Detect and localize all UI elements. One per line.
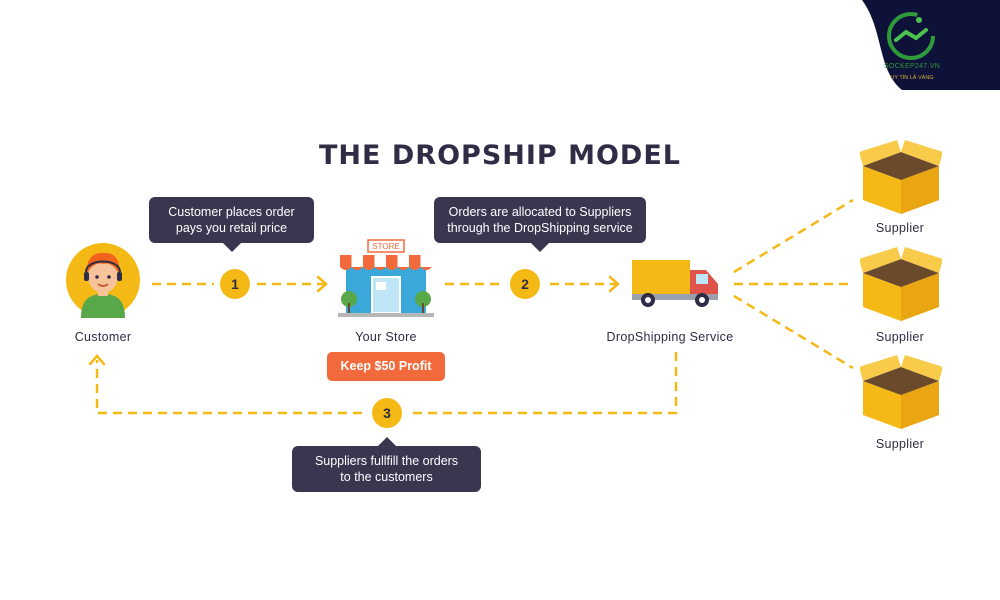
supplier-1-label: Supplier <box>875 221 925 235</box>
brand-slogan: UY TÍN LÀ VÀNG <box>890 75 934 81</box>
dropshipping-service-label: DropShipping Service <box>606 330 734 344</box>
step-3-callout: Suppliers fullfill the orders to the cus… <box>292 437 481 492</box>
diagram-title: THE DROPSHIP MODEL <box>319 140 681 171</box>
store-icon: STORE <box>338 239 434 317</box>
service-to-supplier-1-line <box>733 198 854 274</box>
store-sign-text: STORE <box>372 242 399 251</box>
step-2-badge: 2 <box>510 269 540 299</box>
supplier-box-2-icon <box>860 247 942 321</box>
profit-badge: Keep $50 Profit <box>327 352 445 381</box>
store-label: Your Store <box>355 330 417 344</box>
arrow-to-customer-icon <box>88 354 106 366</box>
customer-label: Customer <box>74 330 132 344</box>
arrow-to-store-icon <box>316 275 328 293</box>
delivery-truck-icon <box>632 260 718 307</box>
supplier-3-label: Supplier <box>875 437 925 451</box>
supplier-box-1-icon <box>860 140 942 214</box>
step-1-callout: Customer places order pays you retail pr… <box>149 197 314 252</box>
step-2-callout: Orders are allocated to Suppliers throug… <box>434 197 646 252</box>
step-3-line-1: Suppliers fullfill the orders <box>314 454 459 468</box>
supplier-box-3-icon <box>860 355 942 429</box>
step-1-line-1: Customer places order <box>168 205 295 219</box>
service-to-supplier-3-line <box>733 294 854 370</box>
brand-name: SOCKEP247.VN <box>883 63 941 70</box>
step-1-line-2: pays you retail price <box>175 221 288 235</box>
step-2-line-1: Orders are allocated to Suppliers <box>448 205 632 219</box>
step-3-badge: 3 <box>372 398 402 428</box>
step-2-line-2: through the DropShipping service <box>447 221 633 235</box>
handshake-logo-icon <box>887 12 935 60</box>
arrow-to-service-icon <box>608 275 620 293</box>
customer-avatar-icon <box>66 243 140 318</box>
supplier-2-label: Supplier <box>875 330 925 344</box>
step-3-line-2: to the customers <box>340 470 433 484</box>
step-1-badge: 1 <box>220 269 250 299</box>
